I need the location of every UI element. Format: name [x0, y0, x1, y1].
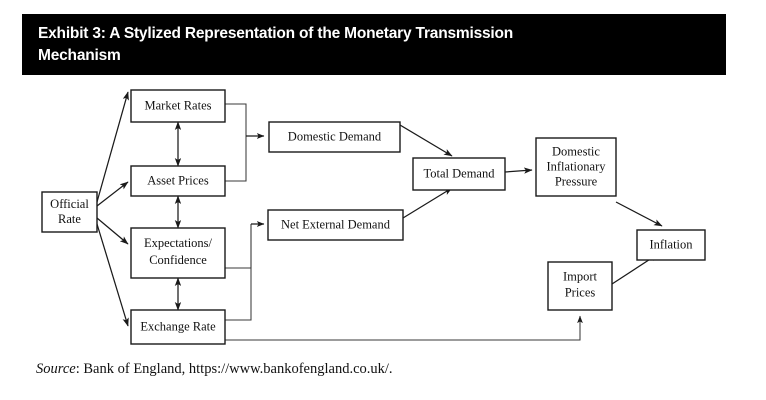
node-domestic-demand-label: Domestic Demand [288, 129, 382, 143]
node-domestic-inflationary-pressure[interactable]: Domestic Inflationary Pressure [535, 137, 617, 197]
node-expectations-confidence[interactable]: Expectations/ Confidence [130, 227, 226, 279]
node-official-rate-label-2: Rate [58, 212, 81, 226]
node-dip-label-2: Inflationary [546, 159, 606, 173]
node-import-prices-label-1: Import [563, 269, 598, 283]
edge-official-rate-to-asset-prices [96, 181, 129, 207]
node-official-rate-label-1: Official [50, 197, 89, 211]
edge-official-rate-to-exchange-rate [96, 223, 129, 327]
node-exchange-rate-label: Exchange Rate [140, 319, 216, 333]
node-domestic-demand[interactable]: Domestic Demand [268, 121, 401, 153]
node-net-external-demand[interactable]: Net External Demand [267, 209, 404, 241]
node-market-rates[interactable]: Market Rates [130, 89, 226, 123]
edge-net-external-demand-to-total-demand [402, 187, 453, 219]
node-exchange-rate[interactable]: Exchange Rate [130, 309, 226, 345]
node-expectations-label-2: Confidence [149, 253, 207, 267]
page-title-line-1: Exhibit 3: A Stylized Representation of … [38, 25, 514, 42]
node-official-rate[interactable]: Official Rate [41, 191, 98, 233]
source-caption: Source: Bank of England, https://www.ban… [36, 361, 393, 378]
edge-domestic-inflationary-pressure-to-inflation [615, 201, 663, 227]
node-import-prices-label-2: Prices [565, 285, 596, 299]
edge-expectations-to-net-external-demand [225, 224, 252, 269]
node-net-external-demand-label: Net External Demand [281, 217, 391, 231]
exhibit-title-bar: Exhibit 3: A Stylized Representation of … [22, 14, 726, 75]
node-dip-label-1: Domestic [552, 144, 600, 158]
edge-market-rates-to-domestic-demand [225, 103, 247, 136]
node-asset-prices-label: Asset Prices [147, 173, 209, 187]
edge-official-rate-to-expectations-confidence [96, 217, 129, 245]
monetary-transmission-flowchart: Official Rate Market Rates Asset Prices … [41, 89, 706, 345]
edge-domestic-demand-to-total-demand [399, 124, 453, 157]
node-inflation-label: Inflation [649, 237, 693, 251]
page-title-line-2: Mechanism [38, 47, 121, 64]
edge-official-rate-to-market-rates [96, 91, 129, 203]
edge-exchange-rate-to-import-prices [225, 315, 583, 341]
node-total-demand[interactable]: Total Demand [412, 157, 506, 191]
edge-asset-prices-to-domestic-demand [225, 136, 247, 182]
source-label: Source [36, 361, 76, 377]
node-import-prices[interactable]: Import Prices [547, 261, 613, 311]
node-total-demand-label: Total Demand [424, 166, 496, 180]
edge-exchange-rate-to-net-external-demand [225, 224, 252, 321]
node-market-rates-label: Market Rates [145, 98, 212, 112]
node-dip-label-3: Pressure [555, 174, 598, 188]
edge-total-demand-to-domestic-inflationary-pressure [504, 167, 533, 174]
node-expectations-label-1: Expectations/ [144, 236, 213, 250]
source-text: : Bank of England, https://www.bankofeng… [75, 361, 393, 377]
node-asset-prices[interactable]: Asset Prices [130, 165, 226, 197]
node-inflation[interactable]: Inflation [636, 229, 706, 261]
